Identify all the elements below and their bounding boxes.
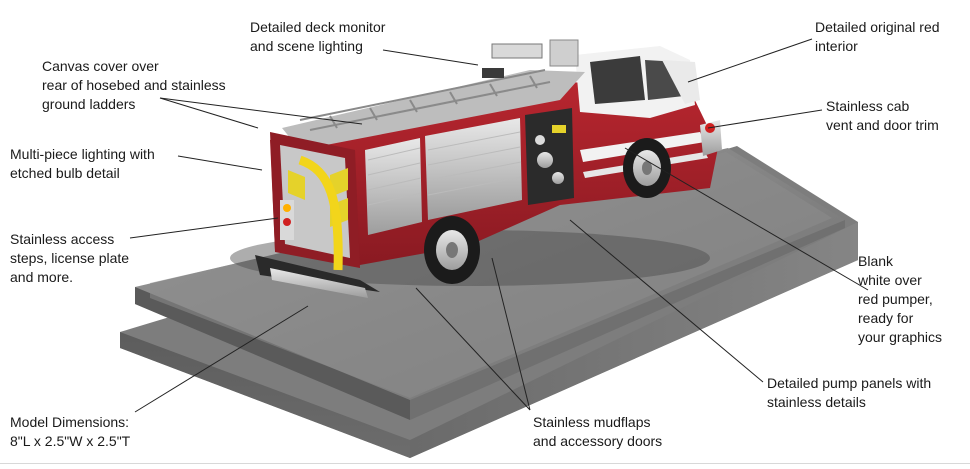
callout-deck-monitor-line-2: and scene lighting [250, 38, 363, 54]
callout-cab-vent-line-1: Stainless cab [826, 98, 910, 114]
callout-canvas-cover: Canvas cover over rear of hosebed and st… [42, 57, 226, 114]
display-base [120, 146, 858, 458]
leader-lines [129, 38, 869, 413]
callout-access-steps-line-1: Stainless access [10, 231, 115, 247]
callout-blank-pumper: Blank white over red pumper, ready for y… [858, 252, 942, 347]
callout-access-steps-line-3: and more. [10, 269, 74, 285]
callout-blank-pumper-line-2: white over [858, 272, 922, 288]
front-wheel [623, 138, 671, 198]
callout-canvas-cover-line-3: ground ladders [42, 96, 136, 112]
callout-pump-panels-line-2: stainless details [767, 394, 866, 410]
callout-cab-vent-line-2: vent and door trim [826, 117, 939, 133]
callout-access-steps-line-2: steps, license plate [10, 250, 130, 266]
callout-red-interior-line-2: interior [815, 38, 858, 54]
callout-canvas-cover-line-1: Canvas cover over [42, 58, 159, 74]
callout-dimensions: Model Dimensions: 8"L x 2.5"W x 2.5"T [10, 413, 130, 451]
callout-mudflaps: Stainless mudflaps and accessory doors [533, 413, 662, 451]
callout-mudflaps-line-2: and accessory doors [533, 433, 663, 449]
callout-blank-pumper-line-1: Blank [858, 253, 894, 269]
callout-cab-vent: Stainless cab vent and door trim [826, 97, 939, 135]
callout-pump-panels: Detailed pump panels with stainless deta… [767, 374, 931, 412]
callout-lighting: Multi-piece lighting with etched bulb de… [10, 145, 155, 183]
callout-dimensions-line-2: 8"L x 2.5"W x 2.5"T [10, 433, 131, 449]
callout-canvas-cover-line-2: rear of hosebed and stainless [42, 77, 226, 93]
callout-dimensions-line-1: Model Dimensions: [10, 414, 130, 430]
pump-panel [525, 108, 574, 205]
fire-truck [230, 39, 722, 298]
callout-pump-panels-line-1: Detailed pump panels with [767, 375, 932, 391]
callout-red-interior-line-1: Detailed original red [815, 19, 940, 35]
callout-blank-pumper-line-5: your graphics [858, 329, 943, 345]
callout-blank-pumper-line-3: red pumper, [858, 291, 933, 307]
callout-blank-pumper-line-4: ready for [858, 310, 914, 326]
callout-red-interior: Detailed original red interior [815, 18, 940, 56]
callout-mudflaps-line-1: Stainless mudflaps [533, 414, 651, 430]
rear-wheel [424, 216, 480, 284]
callout-access-steps: Stainless access steps, license plate an… [10, 230, 129, 287]
callout-lighting-line-1: Multi-piece lighting with [10, 146, 155, 162]
compartment-doors [365, 118, 522, 235]
callout-lighting-line-2: etched bulb detail [10, 165, 120, 181]
callout-deck-monitor: Detailed deck monitor and scene lighting [250, 18, 385, 56]
bottom-divider [0, 463, 970, 464]
callout-deck-monitor-line-1: Detailed deck monitor [250, 19, 386, 35]
